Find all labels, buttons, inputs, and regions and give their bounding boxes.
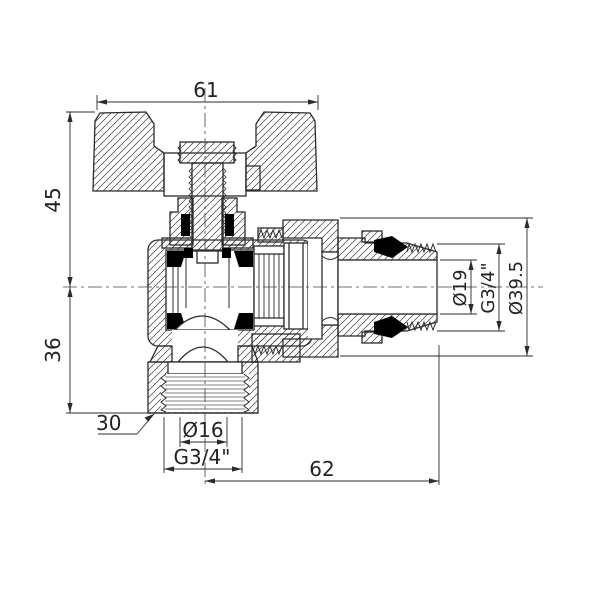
outlet-thread-label: G3/4" <box>174 445 231 469</box>
outlet-bore-label: Ø16 <box>182 418 223 442</box>
side-bore-label: Ø19 <box>450 269 471 306</box>
outlet-boss <box>147 361 259 414</box>
dim-side-thread <box>437 243 505 332</box>
compression-seals <box>374 236 408 338</box>
centerlines <box>63 88 543 487</box>
male-thread-bottom <box>406 320 437 332</box>
stem-seals <box>181 214 234 258</box>
valve-stem <box>177 141 237 264</box>
nut-od-label: Ø39.5 <box>506 261 527 315</box>
dimension-annotations <box>66 95 533 485</box>
ferrule-top <box>361 230 383 243</box>
corner-label: 30 <box>96 411 121 435</box>
lower-height-label: 36 <box>41 337 65 362</box>
stem-slot <box>196 250 219 264</box>
valve-body-section <box>92 111 438 414</box>
packing-gland <box>161 197 254 258</box>
dim-upper-height <box>66 111 95 287</box>
dim-corner-leader <box>98 413 155 435</box>
splined-insert <box>253 245 285 327</box>
side-thread-label: G3/4" <box>478 262 499 313</box>
male-thread-top <box>406 242 437 254</box>
outlet-neck <box>148 330 259 363</box>
dim-side-bore <box>440 259 477 315</box>
ferrule-bottom <box>361 331 383 344</box>
union-washer <box>283 242 309 330</box>
butterfly-handle <box>92 111 318 192</box>
dim-outlet-thread <box>163 417 243 473</box>
handle-width-label: 61 <box>193 78 218 102</box>
dim-side-length <box>205 345 440 485</box>
dim-nut-od <box>340 217 533 357</box>
ball-seat-seals <box>167 251 253 329</box>
union-nut <box>282 219 339 358</box>
dim-handle-width <box>96 95 319 110</box>
dim-outlet-bore <box>179 417 228 447</box>
upper-height-label: 45 <box>41 187 65 212</box>
dim-lower-height <box>66 287 150 414</box>
side-length-label: 62 <box>309 457 334 481</box>
